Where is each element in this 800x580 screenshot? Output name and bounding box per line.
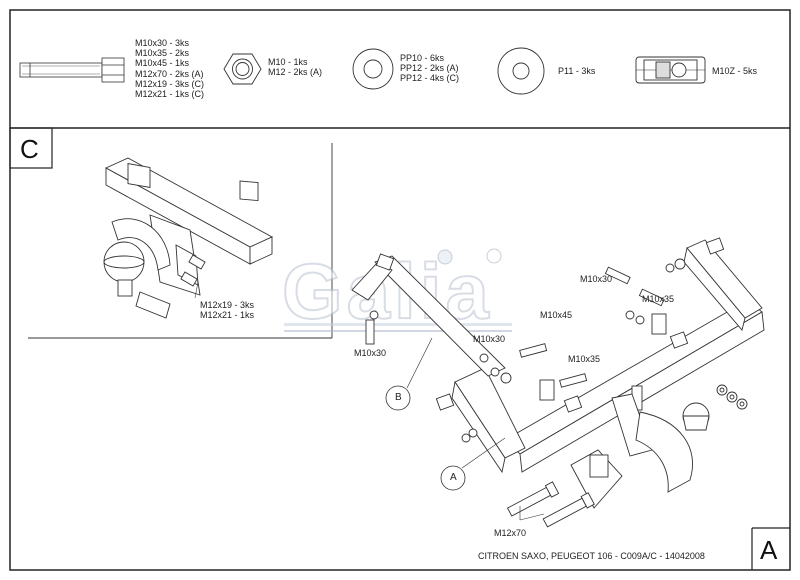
callout-m10x45: M10x45 bbox=[540, 310, 573, 320]
washer-list-item: PP10 - 6ks bbox=[400, 53, 445, 63]
cage-nut-icon bbox=[635, 56, 706, 84]
washer-list-item: PP12 - 2ks (A) bbox=[400, 63, 459, 74]
nut-list: M10 - 1ks M12 - 2ks (A) bbox=[268, 57, 322, 77]
balloon-b-letter: B bbox=[395, 392, 402, 403]
hex-nut-icon bbox=[223, 53, 262, 85]
sheet-letter: A bbox=[760, 535, 778, 565]
bolt-list-item: M10x30 - 3ks bbox=[135, 38, 190, 48]
bolt-list: M10x30 - 3ks M10x35 - 2ks M10x45 - 1ks M… bbox=[135, 38, 204, 99]
leader-lines bbox=[406, 337, 545, 521]
callout-m10x30: M10x30 bbox=[354, 348, 387, 358]
detail-letter: C bbox=[20, 134, 39, 164]
main-towbar-assembly bbox=[351, 237, 765, 528]
bolt-list-item: M12x19 - 3ks (C) bbox=[135, 78, 205, 89]
washer-list: PP10 - 6ks PP12 - 2ks (A) PP12 - 4ks (C) bbox=[400, 53, 459, 84]
nut-list-item: M10 - 1ks bbox=[268, 57, 308, 67]
callout-m10x30: M10x30 bbox=[580, 274, 613, 284]
spring-washer-label: P11 - 3ks bbox=[558, 66, 596, 76]
balloon-b bbox=[385, 385, 411, 411]
callout-m12x70: M12x70 bbox=[494, 528, 527, 538]
callout-m10x35: M10x35 bbox=[568, 354, 601, 364]
bolt-list-item: M10x35 - 2ks bbox=[135, 48, 190, 59]
detail-bolt-label: M12x21 - 1ks bbox=[200, 310, 255, 321]
detail-letter-box bbox=[9, 127, 53, 169]
bolt-icon bbox=[19, 57, 125, 83]
title-block-text: CITROEN SAXO, PEUGEOT 106 - C009A/C - 14… bbox=[478, 551, 705, 561]
cage-nut-label: M10Z - 5ks bbox=[712, 66, 758, 76]
bolt-list-item: M10x45 - 1ks bbox=[135, 58, 190, 69]
callout-m10x35: M10x35 bbox=[642, 294, 675, 304]
galia-watermark: Galia bbox=[281, 246, 512, 336]
spring-washer-icon bbox=[497, 47, 545, 95]
balloon-a bbox=[440, 465, 466, 491]
callout-m10x30: M10x30 bbox=[473, 334, 506, 344]
detail-bolt-list: M12x19 - 3ks M12x21 - 1ks bbox=[200, 300, 254, 320]
detail-bolt-label: M12x19 - 3ks bbox=[200, 300, 255, 310]
washer-icon bbox=[352, 48, 394, 90]
washer-list-item: PP12 - 4ks (C) bbox=[400, 73, 460, 84]
bolt-list-item: M12x70 - 2ks (A) bbox=[135, 68, 204, 79]
sheet-border bbox=[9, 9, 791, 571]
bolt-list-item: M12x21 - 1ks (C) bbox=[135, 89, 205, 100]
detail-towbar-assembly bbox=[103, 157, 274, 319]
nut-list-item: M12 - 2ks (A) bbox=[268, 67, 323, 78]
balloon-a-letter: A bbox=[450, 472, 457, 483]
